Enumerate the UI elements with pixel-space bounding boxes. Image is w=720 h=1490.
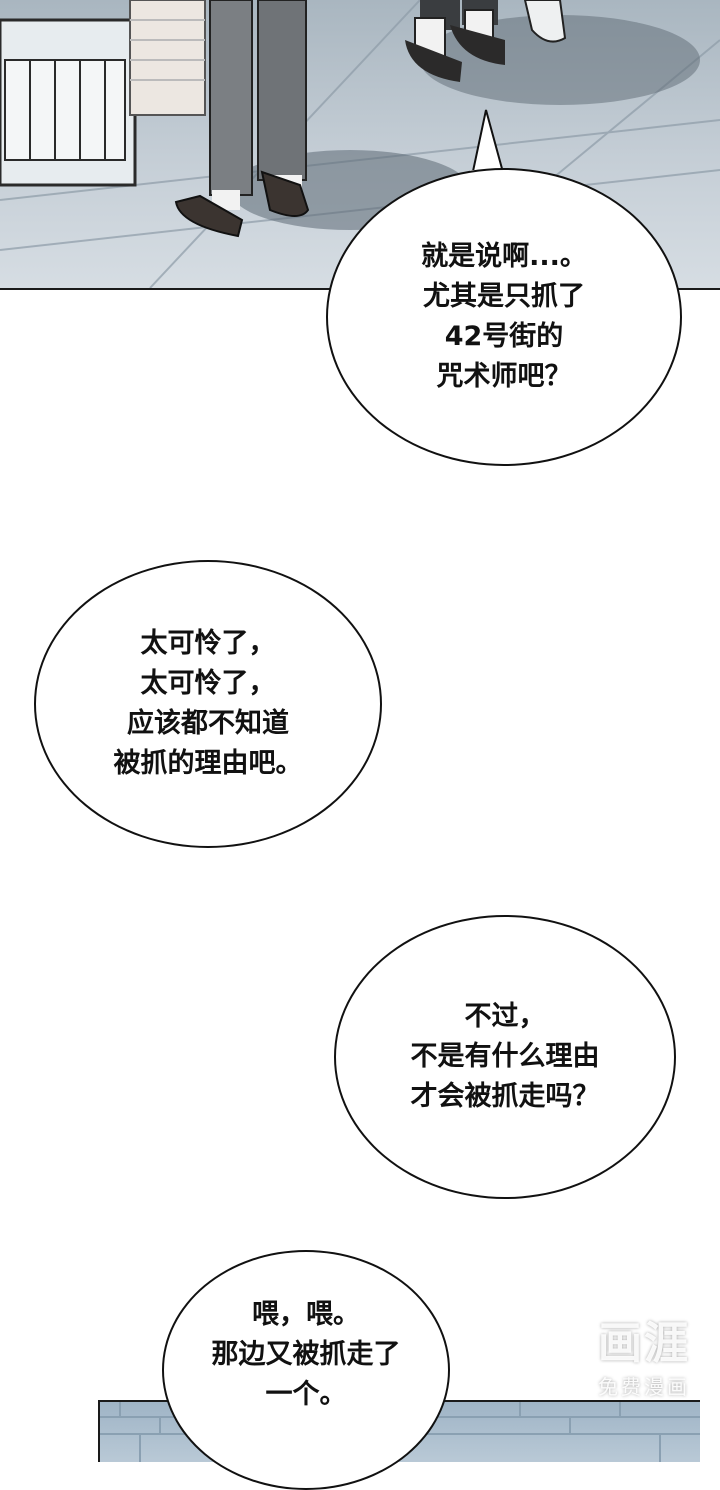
- person-legs-illustration: [174, 0, 310, 238]
- watermark: 画涯 免费漫画: [598, 1307, 690, 1400]
- speech-bubble-2-text: 太可怜了， 太可怜了， 应该都不知道 被抓的理由吧。: [113, 628, 303, 779]
- watermark-subtitle: 免费漫画: [598, 1375, 690, 1399]
- watermark-logo: 画涯: [598, 1318, 690, 1369]
- street-scene-illustration: [0, 0, 720, 288]
- person-feet-illustration: [405, 0, 567, 82]
- crate-illustration: [0, 0, 206, 187]
- speech-bubble-1-text: 就是说啊...。 尤其是只抓了 42号街的 咒术师吧？: [421, 241, 587, 392]
- top-comic-panel: [0, 0, 720, 290]
- speech-bubble-4: 喂，喂。 那边又被抓走了 一个。: [162, 1250, 450, 1490]
- speech-bubble-2: 太可怜了， 太可怜了， 应该都不知道 被抓的理由吧。: [34, 560, 382, 848]
- speech-bubble-3-text: 不过， 不是有什么理由 才会被抓走吗？: [410, 1001, 600, 1112]
- speech-bubble-4-text: 喂，喂。 那边又被抓走了 一个。: [211, 1299, 401, 1410]
- speech-bubble-1: 就是说啊...。 尤其是只抓了 42号街的 咒术师吧？: [326, 168, 682, 466]
- speech-bubble-3: 不过， 不是有什么理由 才会被抓走吗？: [334, 915, 676, 1199]
